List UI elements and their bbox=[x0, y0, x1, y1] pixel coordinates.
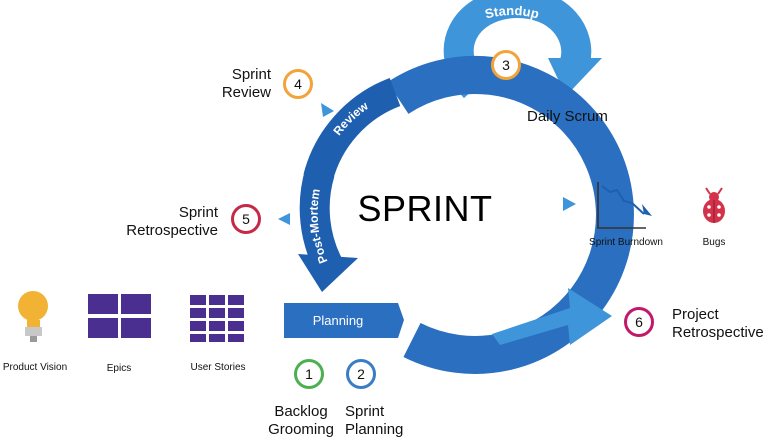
retrospective-pointer bbox=[278, 213, 290, 225]
step-3-label: Daily Scrum bbox=[527, 108, 608, 125]
review-arc bbox=[303, 77, 401, 183]
step-5-badge: 5 bbox=[231, 204, 261, 234]
bugs-label: Bugs bbox=[702, 237, 726, 248]
product-vision-label: Product Vision bbox=[2, 362, 68, 373]
epics-label: Epics bbox=[106, 363, 132, 374]
step-2-label: Sprint Planning bbox=[345, 403, 404, 438]
sprint-burndown-label: Sprint Burndown bbox=[589, 237, 663, 248]
step-1-badge: 1 bbox=[294, 359, 324, 389]
step-6-badge: 6 bbox=[624, 307, 654, 337]
implementation-label: Implementation bbox=[510, 152, 546, 243]
epics-grid-icon bbox=[88, 294, 151, 338]
step-4-badge: 4 bbox=[283, 69, 313, 99]
bug-icon bbox=[703, 187, 725, 223]
planning-label: Planning bbox=[313, 313, 364, 328]
post-mortem-arrowhead bbox=[298, 254, 358, 292]
sprint-title: SPRINT bbox=[357, 188, 493, 229]
implementation-arc bbox=[387, 55, 634, 374]
planning-arrow bbox=[284, 303, 404, 338]
project-output-arrow bbox=[492, 288, 612, 345]
lightbulb-icon bbox=[18, 291, 48, 342]
step-2-badge: 2 bbox=[346, 359, 376, 389]
step-6-label: Project Retrospective bbox=[672, 306, 764, 341]
planning-bar: Planning bbox=[284, 303, 404, 338]
review-pointer bbox=[321, 103, 334, 117]
post-mortem-segment: Post-Mortem bbox=[298, 167, 358, 292]
user-stories-label: User Stories bbox=[190, 362, 246, 373]
user-stories-grid-icon bbox=[190, 295, 244, 342]
standup-arc bbox=[443, 0, 592, 99]
step-1-label: Backlog Grooming bbox=[268, 403, 334, 438]
burndown-chart-icon bbox=[597, 182, 652, 229]
step-3-badge: 3 bbox=[491, 50, 521, 80]
step-4-label: Sprint Review bbox=[221, 66, 271, 101]
step-5-label: Sprint Retrospective bbox=[126, 204, 218, 239]
burndown-pointer bbox=[563, 197, 576, 211]
